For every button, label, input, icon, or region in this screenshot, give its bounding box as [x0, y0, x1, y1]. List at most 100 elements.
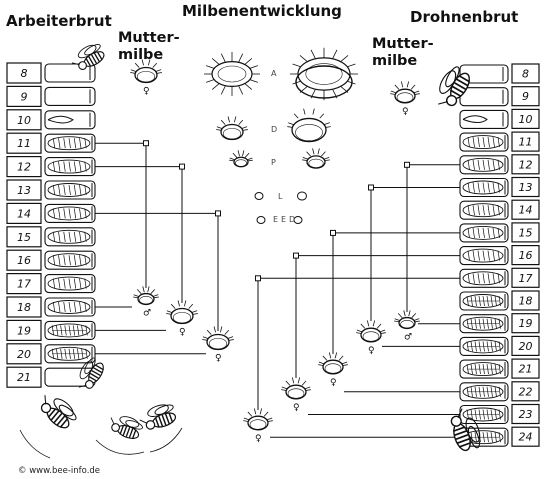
mite-entry-marker: [216, 211, 221, 216]
day-box: 14: [7, 203, 41, 223]
day-box: 18: [7, 297, 41, 317]
male-symbol: ♂: [143, 308, 151, 318]
connector-line: [296, 256, 460, 378]
day-number: 8: [522, 68, 529, 81]
day-box: 19: [7, 320, 41, 340]
day-number: 18: [17, 301, 31, 314]
stage-label: P: [271, 158, 276, 167]
brood-cell: [45, 158, 95, 176]
brood-cell: [45, 134, 95, 152]
connector-line: [95, 143, 146, 288]
day-number: 10: [17, 114, 31, 127]
brood-cell: [460, 360, 508, 378]
brood-cell: [460, 315, 508, 333]
mite: ♀: [243, 408, 273, 443]
mite: ♀: [390, 81, 420, 116]
female-symbol: ♀: [402, 107, 409, 117]
day-number: 16: [17, 254, 31, 267]
brood-cell: [460, 156, 508, 174]
motion-arc: [150, 428, 182, 452]
day-box: 15: [512, 223, 539, 242]
female-symbol: ♀: [179, 327, 186, 337]
egg-stage-mite: [257, 217, 265, 224]
day-box: 11: [7, 133, 41, 153]
day-number: 14: [519, 204, 533, 217]
mite-entry-marker: [331, 230, 336, 235]
mite-entry-marker: [256, 276, 261, 281]
day-box: 9: [512, 87, 539, 106]
mite: ♂: [133, 286, 159, 318]
mite: [302, 148, 330, 168]
brood-cell: [460, 133, 508, 151]
larva-stage-mite: [255, 193, 263, 200]
day-box: 10: [7, 110, 41, 130]
day-box: 10: [512, 109, 539, 128]
day-box: 17: [512, 268, 539, 287]
day-number: 18: [519, 295, 533, 308]
connector-line: [95, 213, 218, 331]
mite-entry-marker: [369, 185, 374, 190]
worker-brood-column: 8 9 10 11 12 13 14 15 16 17 18 19 20 21: [7, 63, 221, 387]
mite: [229, 150, 253, 166]
day-number: 10: [519, 113, 533, 126]
mite: [287, 109, 330, 142]
mite-entry-marker: [144, 141, 149, 146]
brood-cell: [460, 201, 508, 219]
day-number: 16: [519, 249, 533, 262]
day-number: 23: [519, 408, 533, 421]
mite: ♀: [202, 326, 234, 363]
brood-cell: [460, 383, 508, 401]
female-symbol: ♀: [143, 86, 150, 96]
day-box: 21: [512, 359, 539, 378]
brood-cell: [460, 269, 508, 287]
day-box: 14: [512, 200, 539, 219]
day-box: 9: [7, 86, 41, 106]
bee-icon: [137, 401, 178, 434]
day-number: 13: [519, 181, 533, 194]
brood-cell: [45, 181, 95, 199]
day-box: 13: [7, 180, 41, 200]
brood-cell: [460, 337, 508, 355]
brood-cell: [460, 292, 508, 310]
stage-label: E: [281, 215, 286, 224]
brood-cell: [460, 224, 508, 242]
day-number: 14: [17, 207, 31, 220]
mite: ♀: [166, 300, 198, 337]
day-number: 17: [519, 272, 533, 285]
copyright-notice: © www.bee-info.de: [18, 466, 100, 476]
mite: ♀: [356, 320, 386, 355]
day-number: 15: [17, 231, 31, 244]
day-box: 20: [7, 344, 41, 364]
larva-stage-mite: [298, 192, 307, 200]
brood-cell: [45, 251, 95, 269]
day-number: 11: [17, 137, 31, 150]
brood-cell: [45, 204, 95, 222]
mite: ♀: [281, 377, 311, 412]
day-number: 20: [17, 348, 31, 361]
day-box: 12: [512, 155, 539, 174]
motion-arc: [96, 440, 144, 454]
mite-entry-marker: [294, 253, 299, 258]
day-number: 9: [21, 90, 28, 103]
day-box: 8: [7, 63, 41, 83]
stage-label: A: [271, 69, 277, 78]
day-number: 13: [17, 184, 31, 197]
day-box: 11: [512, 132, 539, 151]
day-number: 8: [21, 67, 28, 80]
stage-label: L: [278, 192, 283, 201]
day-box: 17: [7, 274, 41, 294]
day-number: 21: [519, 363, 533, 376]
day-box: 21: [7, 367, 41, 387]
day-box: 8: [512, 64, 539, 83]
brood-cell: [45, 321, 95, 339]
female-symbol: ♀: [293, 403, 300, 413]
day-box: 16: [512, 246, 539, 265]
day-number: 12: [17, 161, 31, 174]
day-number: 24: [519, 431, 533, 444]
mite-entry-marker: [405, 162, 410, 167]
female-symbol: ♀: [215, 353, 222, 363]
day-box: 20: [512, 336, 539, 355]
day-box: 12: [7, 157, 41, 177]
day-box: 19: [512, 314, 539, 333]
mite: [216, 116, 248, 139]
